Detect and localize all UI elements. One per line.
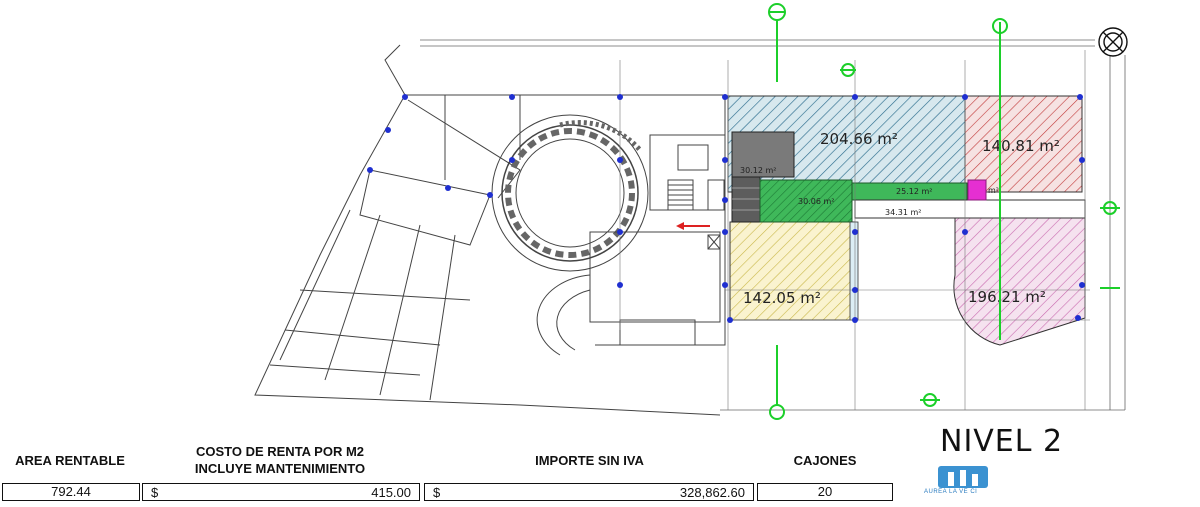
area-label-204: 204.66 m² [820, 130, 898, 148]
cell-area-rentable: 792.44 [2, 483, 140, 501]
north-arrow-icon [1098, 27, 1128, 57]
service-core [649, 134, 726, 250]
header-importe: IMPORTE SIN IVA [535, 453, 644, 468]
area-label-30-12: 30.12 m² [740, 166, 776, 175]
cell-costo-renta: $ 415.00 [142, 483, 420, 501]
header-area-rentable: AREA RENTABLE [15, 453, 125, 468]
magenta-room [967, 179, 987, 201]
axis-markers [768, 3, 1120, 420]
area-rentable-value: 792.44 [51, 484, 91, 499]
header-costo-line2: INCLUYE MANTENIMIENTO [194, 461, 366, 476]
level-title: NIVEL 2 [940, 424, 1064, 459]
small-room-stack [731, 176, 761, 223]
column-nodes [367, 94, 1085, 323]
stair-arrow-icon [676, 222, 710, 230]
area-30-06-room [759, 179, 853, 223]
header-costo-renta: COSTO DE RENTA POR M2 INCLUYE MANTENIMIE… [140, 443, 420, 477]
cajones-value: 20 [817, 484, 833, 499]
company-logo-text: AUREA LA VE CI [924, 489, 978, 495]
importe-currency: $ [433, 485, 441, 500]
header-cajones: CAJONES [793, 453, 857, 468]
area-196-hatch [953, 217, 1086, 346]
importe-value: 328,862.60 [679, 485, 745, 500]
cell-cajones: 20 [757, 483, 893, 501]
area-label-142: 142.05 m² [743, 289, 821, 307]
area-label-30-06: 30.06 m² [798, 197, 834, 206]
area-label-25-12: 25.12 m² [896, 187, 932, 196]
cell-importe: $ 328,862.60 [424, 483, 754, 501]
area-140-hatch [964, 95, 1083, 193]
lower-terrace [536, 231, 721, 356]
area-label-34-31: 34.31 m² [885, 208, 921, 217]
area-label-196: 196.21 m² [968, 288, 1046, 306]
cost-currency: $ [151, 485, 159, 500]
area-30-12-room [731, 131, 795, 178]
company-logo [938, 466, 988, 488]
building-outline [254, 44, 726, 416]
rotunda [491, 114, 649, 272]
area-label-140: 140.81 m² [982, 137, 1060, 155]
cost-value: 415.00 [371, 485, 411, 500]
area-label-magenta: m² [988, 186, 999, 195]
header-costo-line1: COSTO DE RENTA POR M2 [195, 444, 365, 459]
dimension-lines [420, 39, 1126, 411]
glass-wall [849, 221, 859, 321]
floor-plan-drawing: 204.66 m² 140.81 m² 142.05 m² 196.21 m² … [254, 3, 1128, 420]
